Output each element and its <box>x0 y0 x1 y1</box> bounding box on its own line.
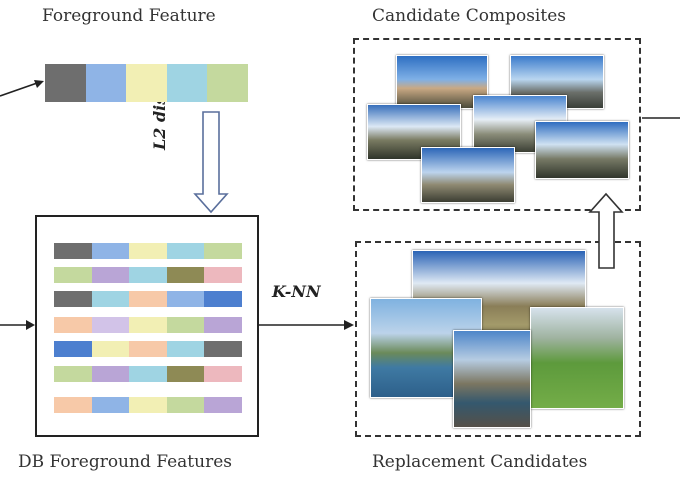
input-arrow-top <box>0 81 41 97</box>
feature-cell <box>207 64 248 102</box>
candidate-composites-box <box>353 38 641 211</box>
feature-cell <box>204 267 242 283</box>
candidate-composites-label: Candidate Composites <box>372 6 566 26</box>
db-feature-row <box>54 366 242 382</box>
feature-cell <box>54 317 92 333</box>
feature-cell <box>45 64 86 102</box>
feature-cell <box>91 317 130 333</box>
db-feature-row <box>54 291 242 307</box>
feature-cell <box>204 291 242 307</box>
feature-cell <box>166 317 205 333</box>
feature-cell <box>54 267 92 283</box>
feature-cell <box>91 397 130 413</box>
candidate-photo <box>421 147 515 203</box>
feature-cell <box>54 291 92 307</box>
replacement-candidates-label: Replacement Candidates <box>372 452 588 472</box>
knn-arrow-head <box>344 320 354 330</box>
feature-cell <box>129 397 167 413</box>
feature-cell <box>91 267 130 283</box>
candidate-photo <box>535 121 629 179</box>
feature-cell <box>204 397 242 413</box>
db-feature-row <box>54 243 242 259</box>
db-feature-row <box>54 267 242 283</box>
replacement-photo <box>453 330 531 428</box>
feature-cell <box>129 317 167 333</box>
db-foreground-features-label: DB Foreground Features <box>18 452 232 472</box>
db-feature-row <box>54 341 242 357</box>
feature-cell <box>166 267 205 283</box>
feature-cell <box>126 64 167 102</box>
feature-cell <box>204 317 242 333</box>
feature-cell <box>54 397 92 413</box>
feature-cell <box>91 366 130 382</box>
feature-cell <box>166 243 205 259</box>
l2-dist-arrow <box>193 111 229 214</box>
db-features-box <box>35 215 259 437</box>
feature-cell <box>129 267 167 283</box>
feature-cell <box>54 366 92 382</box>
input-arrow-top-head <box>34 80 44 88</box>
replacement-candidates-box <box>355 241 641 437</box>
feature-cell <box>91 243 130 259</box>
feature-cell <box>129 243 167 259</box>
feature-cell <box>166 341 205 357</box>
feature-cell <box>204 243 242 259</box>
db-feature-row <box>54 397 242 413</box>
feature-cell <box>166 397 205 413</box>
up-arrow <box>588 192 624 269</box>
knn-label: K-NN <box>272 282 321 301</box>
feature-cell <box>54 243 92 259</box>
feature-cell <box>129 291 167 307</box>
feature-cell <box>166 291 205 307</box>
feature-cell <box>166 64 208 102</box>
feature-cell <box>91 341 130 357</box>
input-arrow-bottom-head <box>26 320 35 330</box>
feature-cell <box>54 341 92 357</box>
feature-cell <box>166 366 205 382</box>
foreground-feature-bar <box>45 64 248 102</box>
feature-cell <box>129 341 167 357</box>
feature-cell <box>204 366 242 382</box>
feature-cell <box>85 64 127 102</box>
feature-cell <box>204 341 242 357</box>
feature-cell <box>129 366 167 382</box>
db-feature-row <box>54 317 242 333</box>
candidate-photo <box>396 55 488 109</box>
feature-cell <box>91 291 130 307</box>
foreground-feature-label: Foreground Feature <box>42 6 216 26</box>
